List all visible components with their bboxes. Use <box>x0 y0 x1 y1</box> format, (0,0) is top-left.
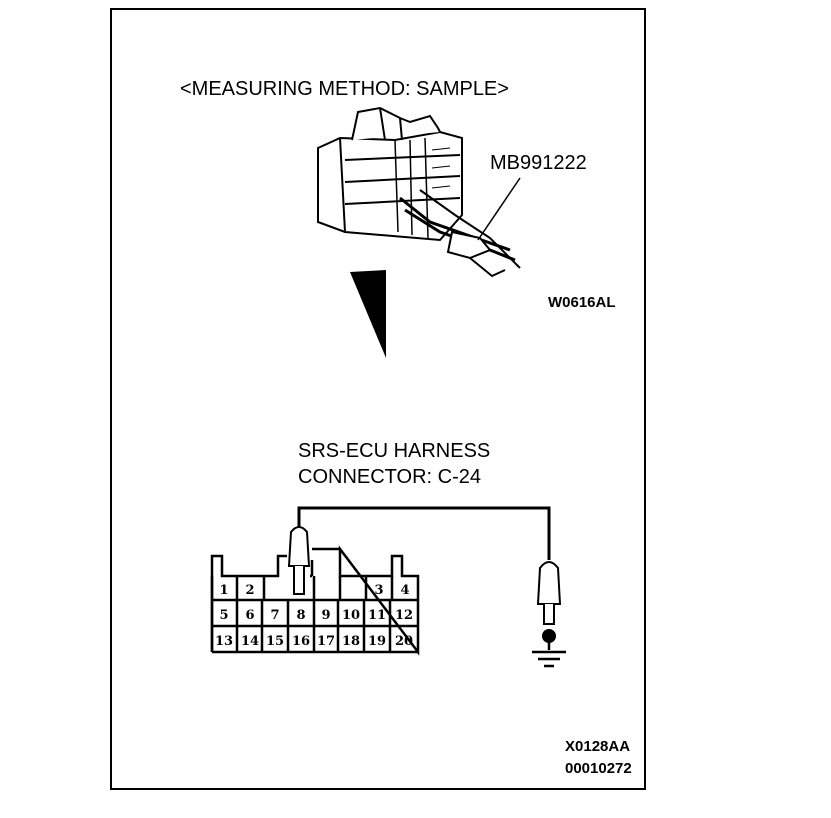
pin-label: 9 <box>321 608 330 623</box>
pin-probe <box>287 526 311 595</box>
pin-label: 12 <box>395 608 413 623</box>
ground-icon <box>532 640 566 668</box>
pin-label: 13 <box>215 634 233 649</box>
pin-label: 7 <box>270 608 279 623</box>
connector-title-line2: CONNECTOR: C-24 <box>298 466 481 488</box>
pin-label: 14 <box>241 634 259 649</box>
harness-connector-face <box>210 545 420 656</box>
pin-label: 3 <box>374 583 383 598</box>
connector-photo-illustration <box>317 106 521 278</box>
pin-label: 8 <box>296 608 305 623</box>
pin-label: 17 <box>317 634 335 649</box>
diagram-heading: <MEASURING METHOD: SAMPLE> <box>180 78 509 100</box>
arrow-down-icon <box>350 270 386 358</box>
pin-label: 5 <box>219 608 228 623</box>
document-number: 00010272 <box>565 760 632 777</box>
pin-label: 10 <box>342 608 360 623</box>
pin-label: 2 <box>245 583 254 598</box>
pin-label: 16 <box>292 634 310 649</box>
probe-wire <box>297 506 551 560</box>
connector-title-line1: SRS-ECU HARNESS <box>298 440 491 462</box>
pin-label: 20 <box>395 634 413 649</box>
pin-label: 19 <box>368 634 386 649</box>
ground-probe <box>536 561 562 643</box>
pin-label: 6 <box>245 608 254 623</box>
figure-code-bottom: X0128AA <box>565 738 631 755</box>
pin-label: 18 <box>342 634 360 649</box>
pin-label: 4 <box>400 583 409 598</box>
diagram-frame <box>110 8 646 790</box>
pin-label: 15 <box>266 634 284 649</box>
pin-numbers: 1 2 3 4 5 6 7 8 9 10 11 12 13 14 15 16 1… <box>215 583 413 649</box>
tool-part-number: MB991222 <box>490 152 587 174</box>
pin-label: 1 <box>219 583 228 598</box>
figure-code-top: W0616AL <box>548 294 616 311</box>
pin-label: 11 <box>368 608 386 623</box>
